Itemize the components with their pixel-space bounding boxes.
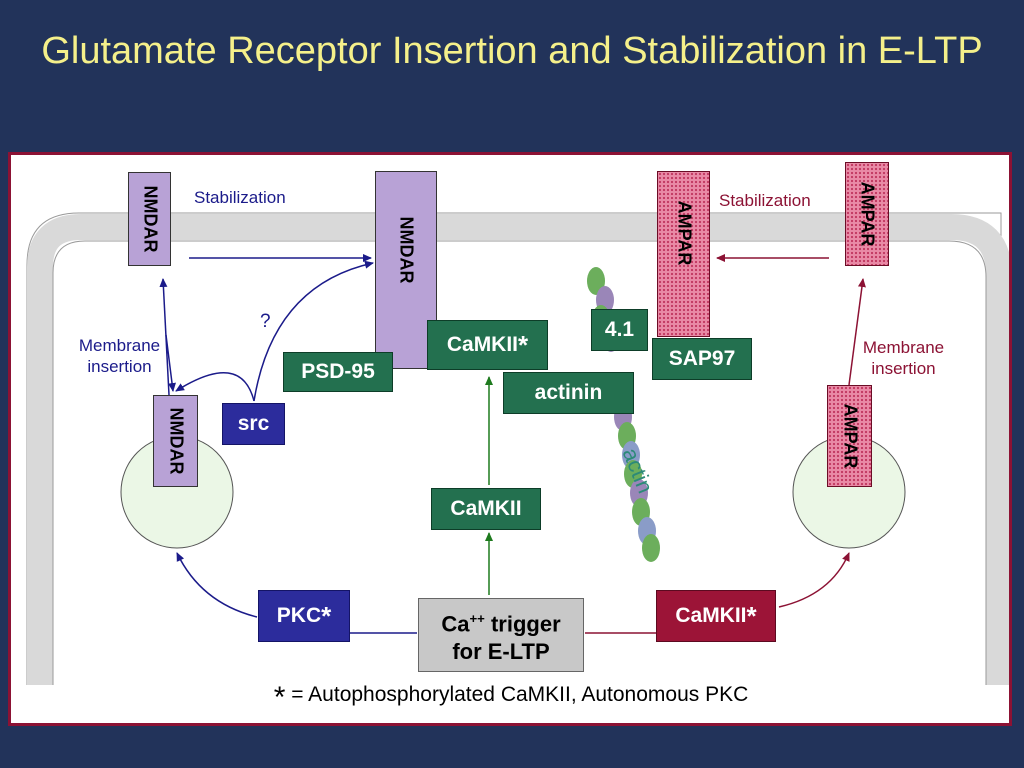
arrow-insertion-right: [848, 278, 866, 386]
camkii-star-top-box: CaMKII*: [427, 320, 548, 370]
cell-membrane-band: [27, 214, 1009, 685]
membrane-insertion-label-right: Membrane insertion: [862, 338, 945, 378]
camkii-mid-box: CaMKII: [431, 488, 541, 530]
trigger-box: Ca++ trigger for E-LTP: [418, 598, 584, 672]
cell-membrane: [26, 212, 1002, 685]
membrane-insertion-label-left: Membrane insertion: [78, 336, 161, 376]
nmdar-top-left: NMDAR: [128, 172, 171, 266]
pkc-box: PKC*: [258, 590, 350, 642]
band41-box: 4.1: [591, 309, 648, 351]
question-label: ?: [260, 311, 271, 332]
ampar-vesicle: AMPAR: [827, 385, 872, 487]
footnote: * = Autophosphorylated CaMKII, Autonomou…: [273, 681, 749, 714]
arrow-camkii-to-vesicle-right: [778, 552, 850, 608]
ampar-top-right: AMPAR: [845, 162, 889, 266]
arrow-src-to-vesicle-nmdar: [175, 371, 255, 402]
sap97-box: SAP97: [652, 338, 752, 380]
slide-title: Glutamate Receptor Insertion and Stabili…: [41, 30, 983, 72]
psd95-box: PSD-95: [283, 352, 393, 392]
nmdar-membrane: NMDAR: [375, 171, 437, 369]
arrow-insertion-left-down: [165, 334, 176, 392]
stabilization-label-left: Stabilization: [194, 188, 286, 207]
nmdar-vesicle: NMDAR: [153, 395, 198, 487]
ampar-membrane: AMPAR: [657, 171, 710, 337]
arrow-src-to-nmdar: [253, 260, 374, 402]
diagram-panel: NMDAR NMDAR NMDAR AMPAR AMPAR AMPAR PSD-…: [8, 152, 1012, 726]
camkii-bottom-box: CaMKII*: [656, 590, 776, 642]
cell-membrane-inner: [52, 240, 987, 685]
arrow-pkc-to-vesicle: [176, 552, 258, 618]
actinin-box: actinin: [503, 372, 634, 414]
src-box: src: [222, 403, 285, 445]
stabilization-label-right: Stabilization: [719, 191, 811, 210]
